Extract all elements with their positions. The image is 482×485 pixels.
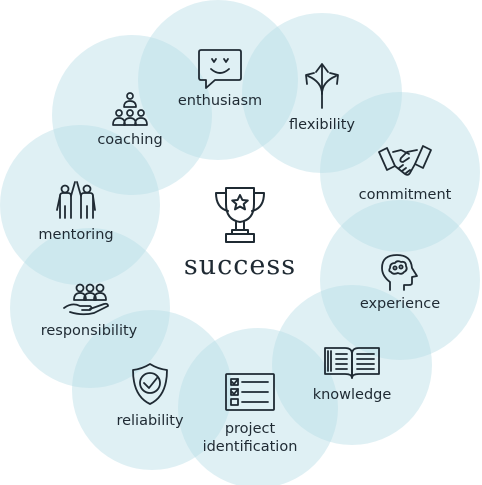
node-label-flexibility: flexibility [289, 117, 355, 133]
node-label-knowledge: knowledge [312, 387, 392, 403]
bubble-mentoring [0, 125, 160, 285]
center-success: success [170, 184, 310, 281]
node-label-enthusiasm: enthusiasm [177, 93, 263, 109]
split-arrows-icon [305, 63, 339, 109]
bubble-commitment [320, 92, 480, 252]
team-pyramid-icon [112, 92, 148, 126]
bubble-project-identification [178, 328, 338, 485]
head-brain-icon [381, 254, 418, 291]
node-label-mentoring: mentoring [38, 227, 114, 243]
node-project-identification: project identification [180, 372, 320, 456]
trophy-icon [215, 187, 265, 243]
open-book-icon [324, 347, 380, 379]
high-five-icon [56, 181, 96, 219]
handshake-icon [378, 145, 432, 176]
node-flexibility: flexibility [252, 60, 392, 134]
node-knowledge: knowledge [282, 344, 422, 404]
node-responsibility: responsibility [19, 282, 159, 340]
shield-check-icon [132, 363, 168, 405]
center-title: success [183, 250, 297, 281]
node-label-responsibility: responsibility [40, 323, 138, 339]
node-reliability: reliability [80, 362, 220, 430]
node-commitment: commitment [335, 142, 475, 204]
node-experience: experience [330, 252, 470, 313]
node-label-commitment: commitment [358, 187, 452, 203]
node-label-project-identification: project identification [202, 421, 298, 455]
node-enthusiasm: enthusiasm [150, 46, 290, 110]
hand-people-icon [63, 283, 109, 316]
bubble-responsibility [10, 228, 170, 388]
node-coaching: coaching [60, 92, 200, 149]
node-label-coaching: coaching [97, 132, 163, 148]
checklist-icon [225, 373, 275, 411]
bubble-experience [320, 200, 480, 360]
bubble-reliability [72, 310, 232, 470]
chat-smile-icon [198, 49, 242, 89]
node-mentoring: mentoring [6, 180, 146, 244]
node-label-reliability: reliability [116, 413, 184, 429]
node-label-experience: experience [359, 296, 441, 312]
